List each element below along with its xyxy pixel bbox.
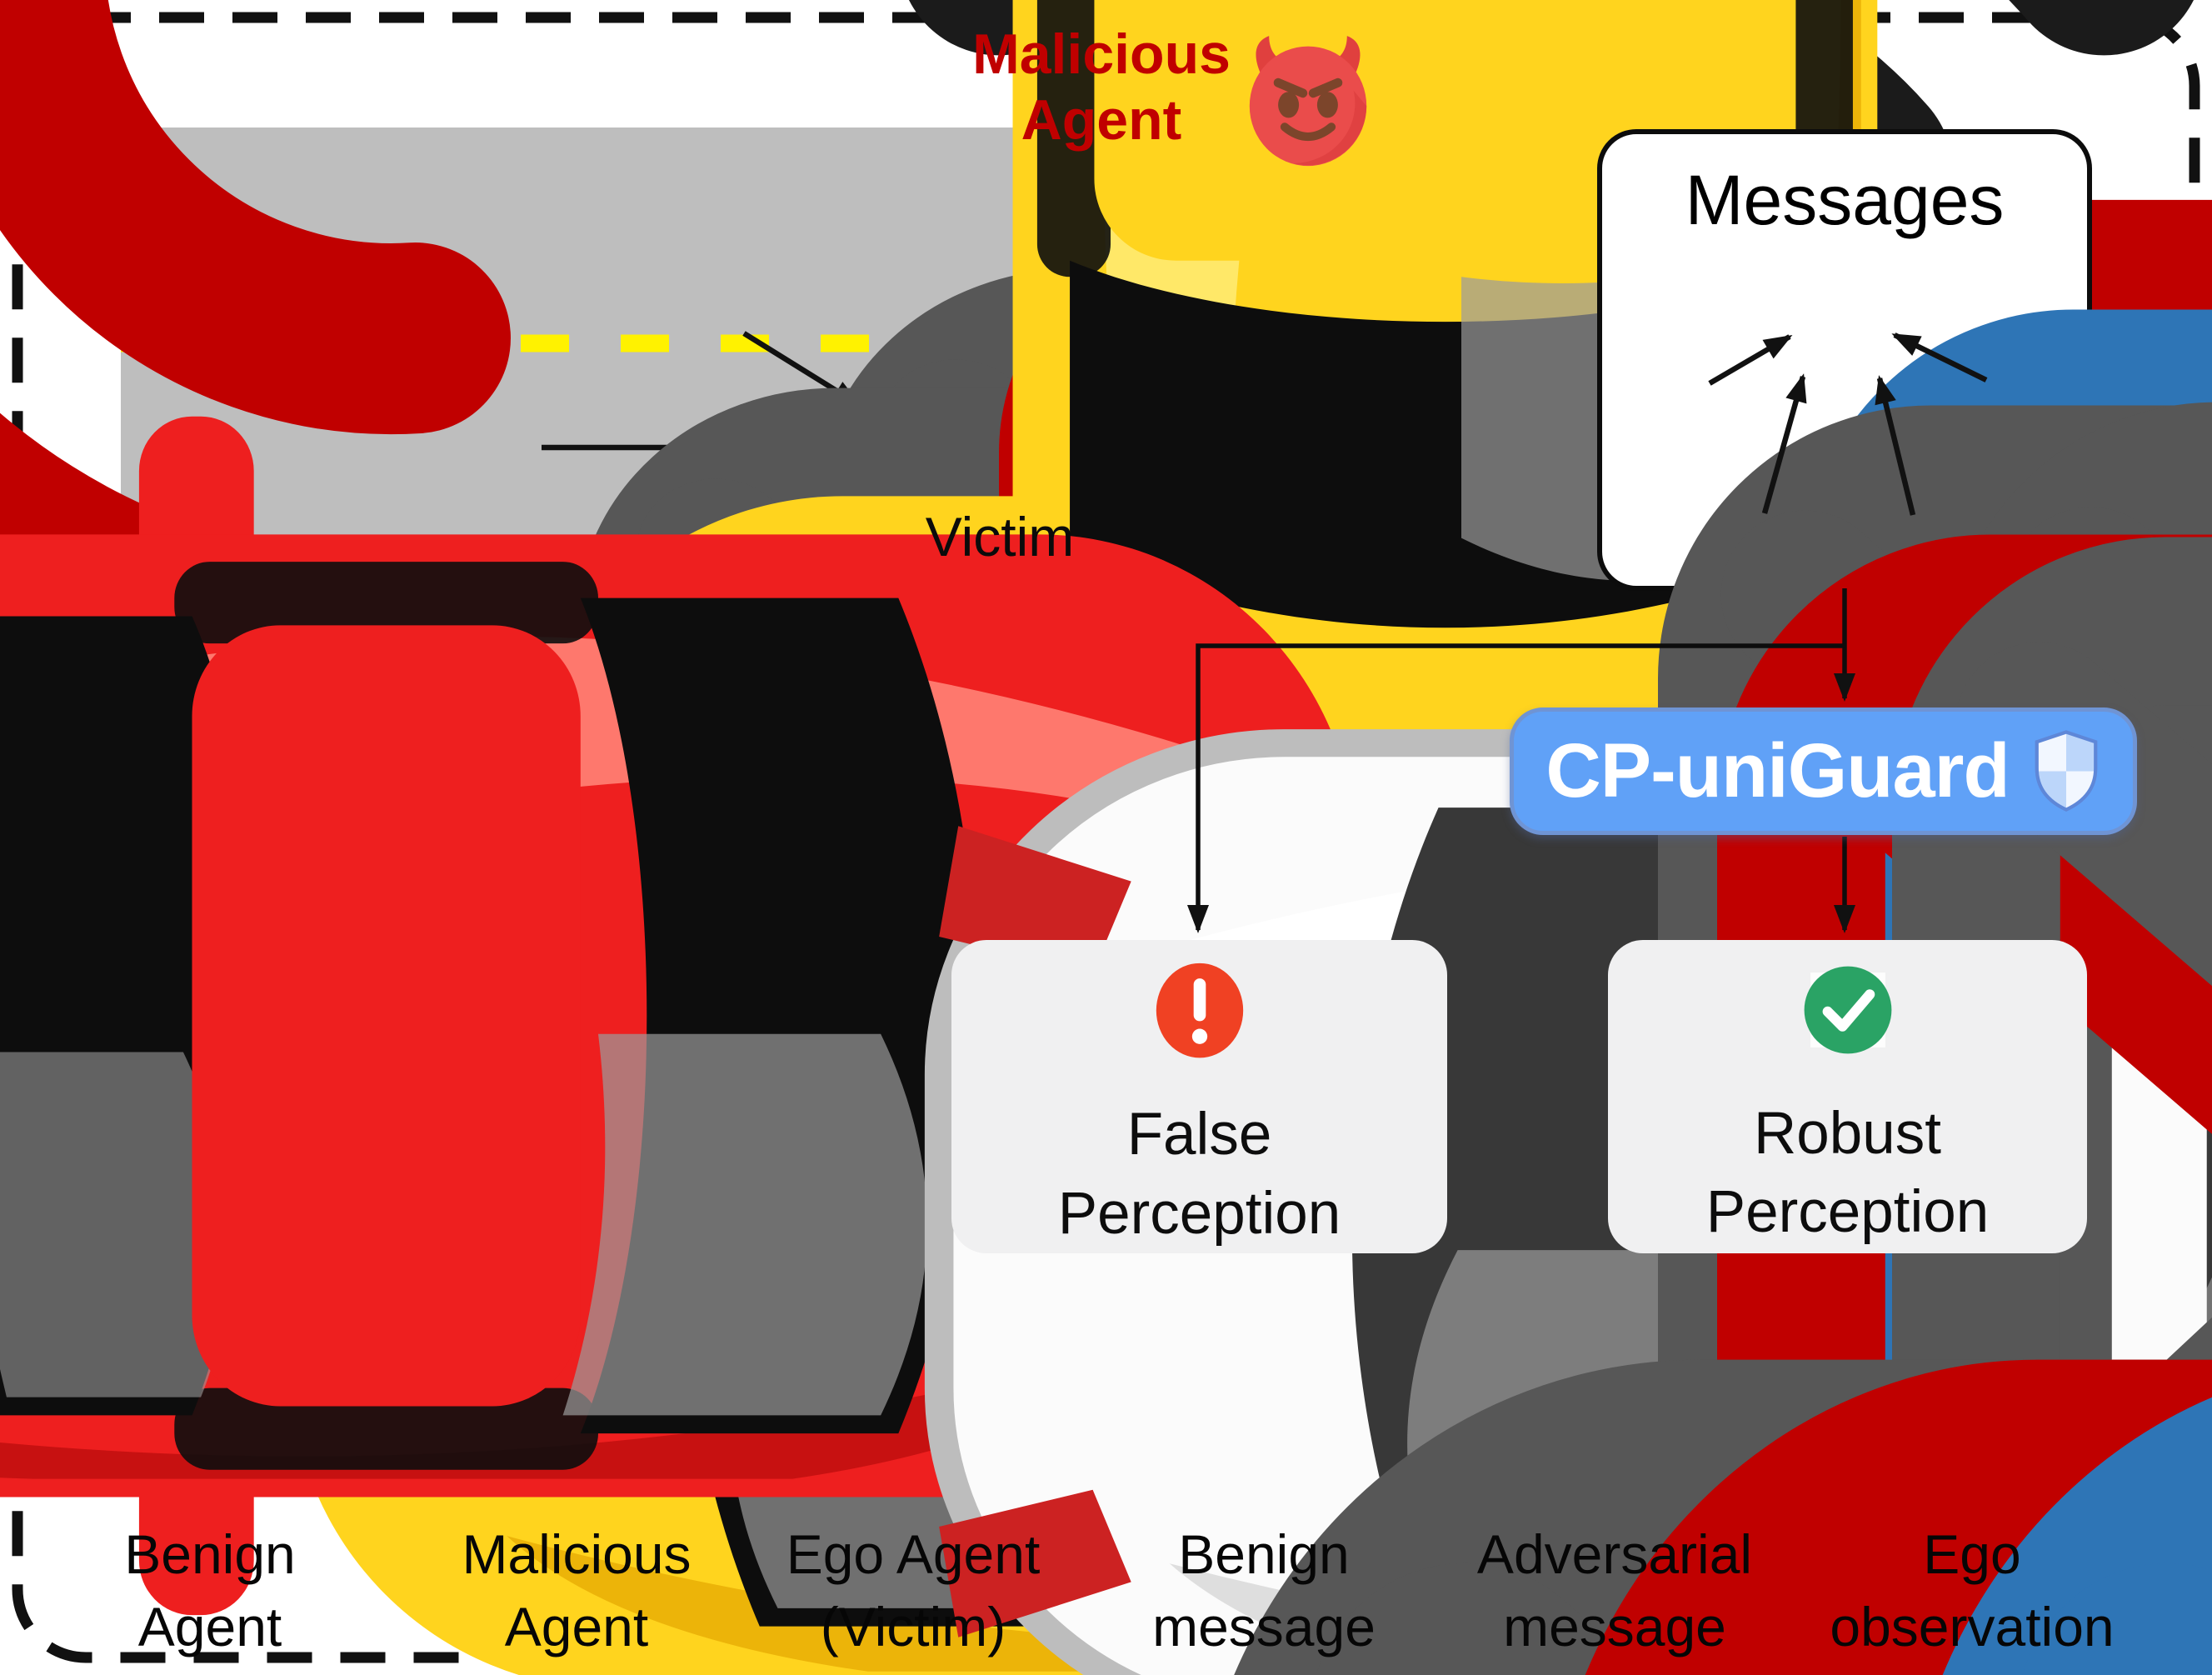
legend-label-benign-agent: Benign Agent [124, 1523, 296, 1658]
false-perception-label: False Perception [1057, 1102, 1341, 1247]
connector-to-false-perception [1187, 643, 1845, 933]
victim-label: Victim [925, 506, 1075, 568]
alert-icon [1156, 962, 1243, 1058]
cp-uniguard-label: CP-uniGuard [1545, 728, 2010, 813]
benign-message-arrow-top [742, 331, 861, 407]
cp-uniguard-badge: CP-uniGuard [1510, 708, 2137, 835]
legend-label-adversarial-message: Adversarial message [1476, 1523, 1753, 1658]
legend-label-malicious-agent: Malicious Agent [462, 1523, 692, 1658]
robust-perception-label: Robust Perception [1705, 1101, 1990, 1246]
malicious-agent-label: Malicious Agent [972, 22, 1231, 152]
shield-icon [2035, 730, 2097, 812]
false-perception-card: False Perception [951, 940, 1447, 1253]
panel-fusion-arrows [1708, 332, 1988, 516]
messages-panel-title: Messages [1685, 161, 2005, 239]
check-icon [1804, 966, 1891, 1054]
robust-perception-card: Robust Perception [1608, 940, 2087, 1253]
legend-label-ego-observation: Ego observation [1830, 1523, 2115, 1658]
legend-label-ego-agent: Ego Agent (Victim) [786, 1523, 1041, 1658]
devil-icon [1249, 36, 1367, 167]
legend-label-benign-message: Benign message [1152, 1523, 1376, 1658]
